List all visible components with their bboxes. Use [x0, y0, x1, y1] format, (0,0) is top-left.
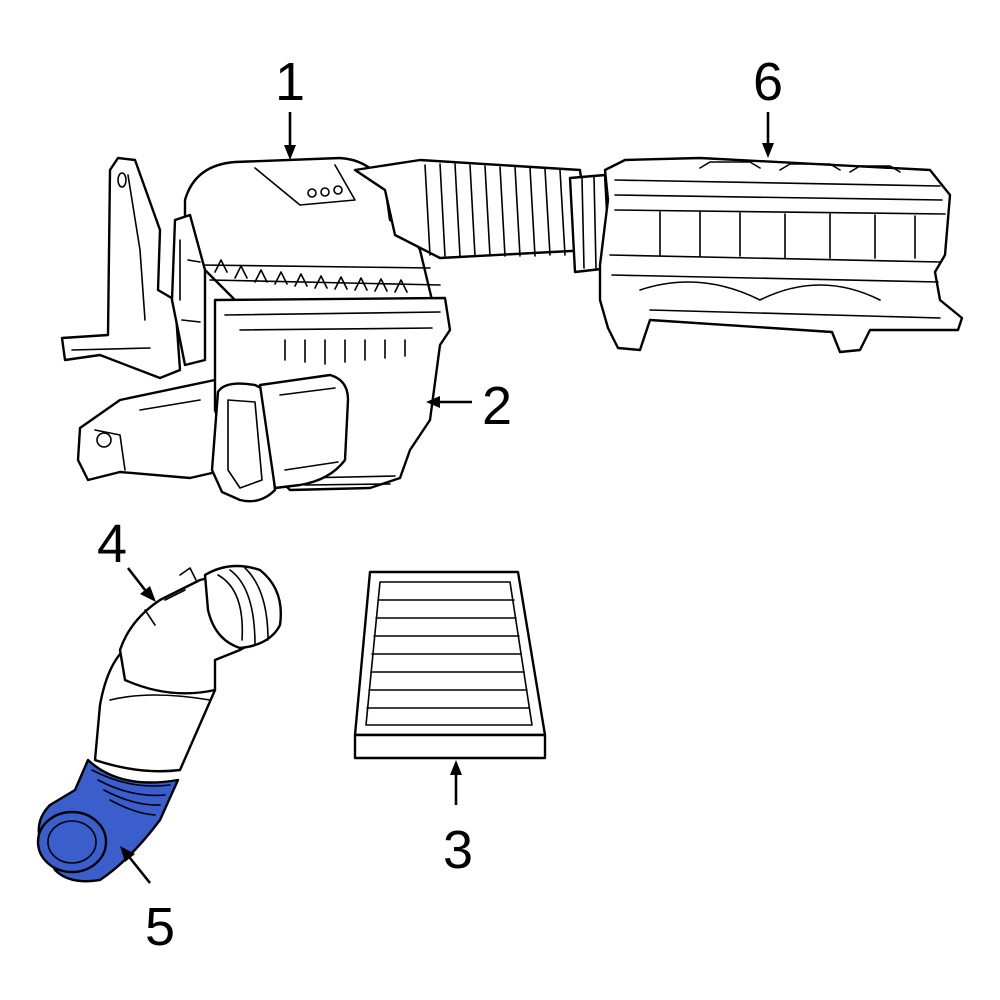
resonator-assembly — [568, 156, 964, 354]
callout-2: 2 — [482, 376, 512, 436]
air-cleaner-assembly — [60, 156, 592, 503]
callout-3: 3 — [443, 820, 473, 880]
callout-5: 5 — [145, 897, 175, 957]
lower-boot-highlighted — [36, 758, 180, 883]
upper-duct — [93, 564, 282, 773]
callout-6: 6 — [753, 52, 783, 112]
callout-4: 4 — [97, 514, 127, 574]
callout-1: 1 — [275, 52, 305, 112]
callout-arrows — [120, 112, 774, 884]
air-filter-element — [353, 570, 547, 760]
